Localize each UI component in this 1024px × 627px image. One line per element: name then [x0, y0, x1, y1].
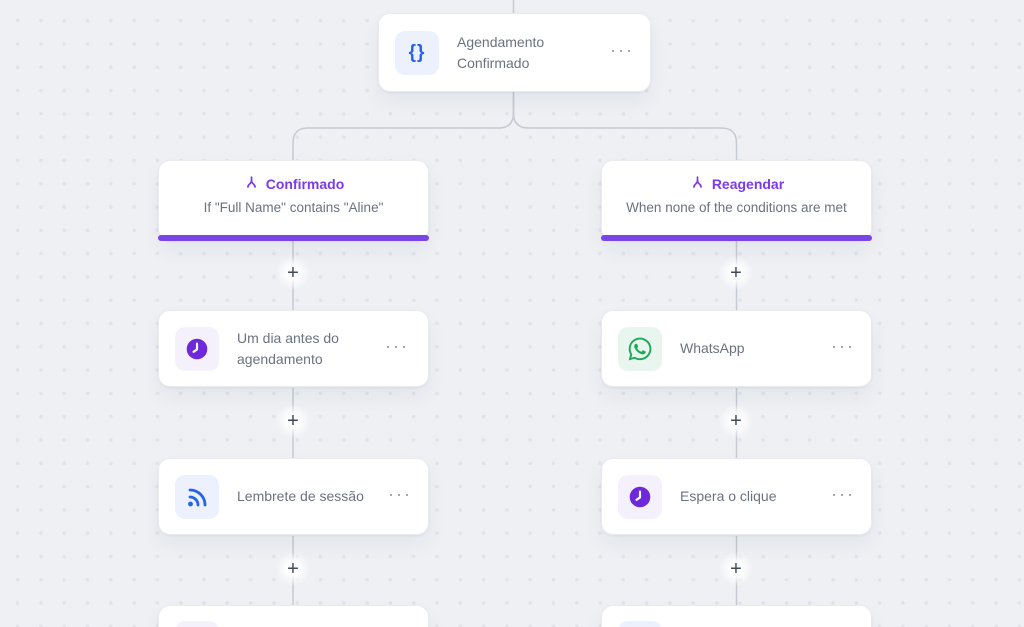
add-step-button[interactable]: +	[276, 552, 310, 586]
add-step-button[interactable]: +	[276, 256, 310, 290]
add-step-button[interactable]: +	[276, 404, 310, 438]
broadcast-icon	[175, 474, 219, 519]
step-label: WhatsApp	[680, 340, 745, 356]
step-node-whatsapp[interactable]: WhatsApp ···	[601, 310, 872, 387]
branch-accent-bar	[158, 235, 429, 241]
branch-title: Confirmado	[265, 175, 345, 192]
node-menu-button[interactable]: ···	[385, 335, 409, 356]
node-menu-button[interactable]: ···	[610, 39, 634, 60]
whatsapp-icon	[618, 326, 662, 371]
split-branch-icon	[246, 176, 256, 188]
branch-node-confirmado[interactable]: Confirmado If "Full Name" contains "Alin…	[158, 160, 429, 241]
branch-node-reagendar[interactable]: Reagendar When none of the conditions ar…	[601, 160, 872, 241]
split-branch-icon	[692, 176, 702, 188]
braces-glyph: {}	[408, 41, 426, 63]
node-menu-button[interactable]: ···	[831, 335, 855, 356]
step-node-partial-right[interactable]	[601, 605, 872, 627]
step-node-espera-o-clique[interactable]: Espera o clique ···	[601, 458, 872, 535]
add-step-button[interactable]: +	[719, 256, 753, 290]
branch-title: Reagendar	[711, 175, 785, 192]
clock-icon	[175, 326, 219, 371]
branch-subtitle: When none of the conditions are met	[626, 200, 847, 215]
add-step-button[interactable]: +	[719, 552, 753, 586]
partial-node-icon	[175, 621, 219, 627]
trigger-node-agendamento-confirmado[interactable]: {} Agendamento Confirmado ···	[378, 13, 651, 92]
clock-icon	[618, 474, 662, 519]
node-menu-button[interactable]: ···	[831, 483, 855, 504]
braces-icon: {}	[395, 30, 439, 75]
add-step-button[interactable]: +	[719, 404, 753, 438]
step-label: Lembrete de sessão	[237, 488, 364, 504]
step-node-partial-left[interactable]	[158, 605, 429, 627]
step-node-um-dia-antes[interactable]: Um dia antes do agendamento ···	[158, 310, 429, 387]
step-label: Espera o clique	[680, 488, 777, 504]
step-label: Um dia antes do agendamento	[237, 329, 339, 367]
node-menu-button[interactable]: ···	[388, 483, 412, 504]
step-node-lembrete-de-sessao[interactable]: Lembrete de sessão ···	[158, 458, 429, 535]
branch-subtitle: If "Full Name" contains "Aline"	[203, 200, 384, 215]
branch-accent-bar	[601, 235, 872, 241]
trigger-label: Agendamento Confirmado	[457, 33, 545, 71]
partial-node-icon	[618, 621, 662, 627]
